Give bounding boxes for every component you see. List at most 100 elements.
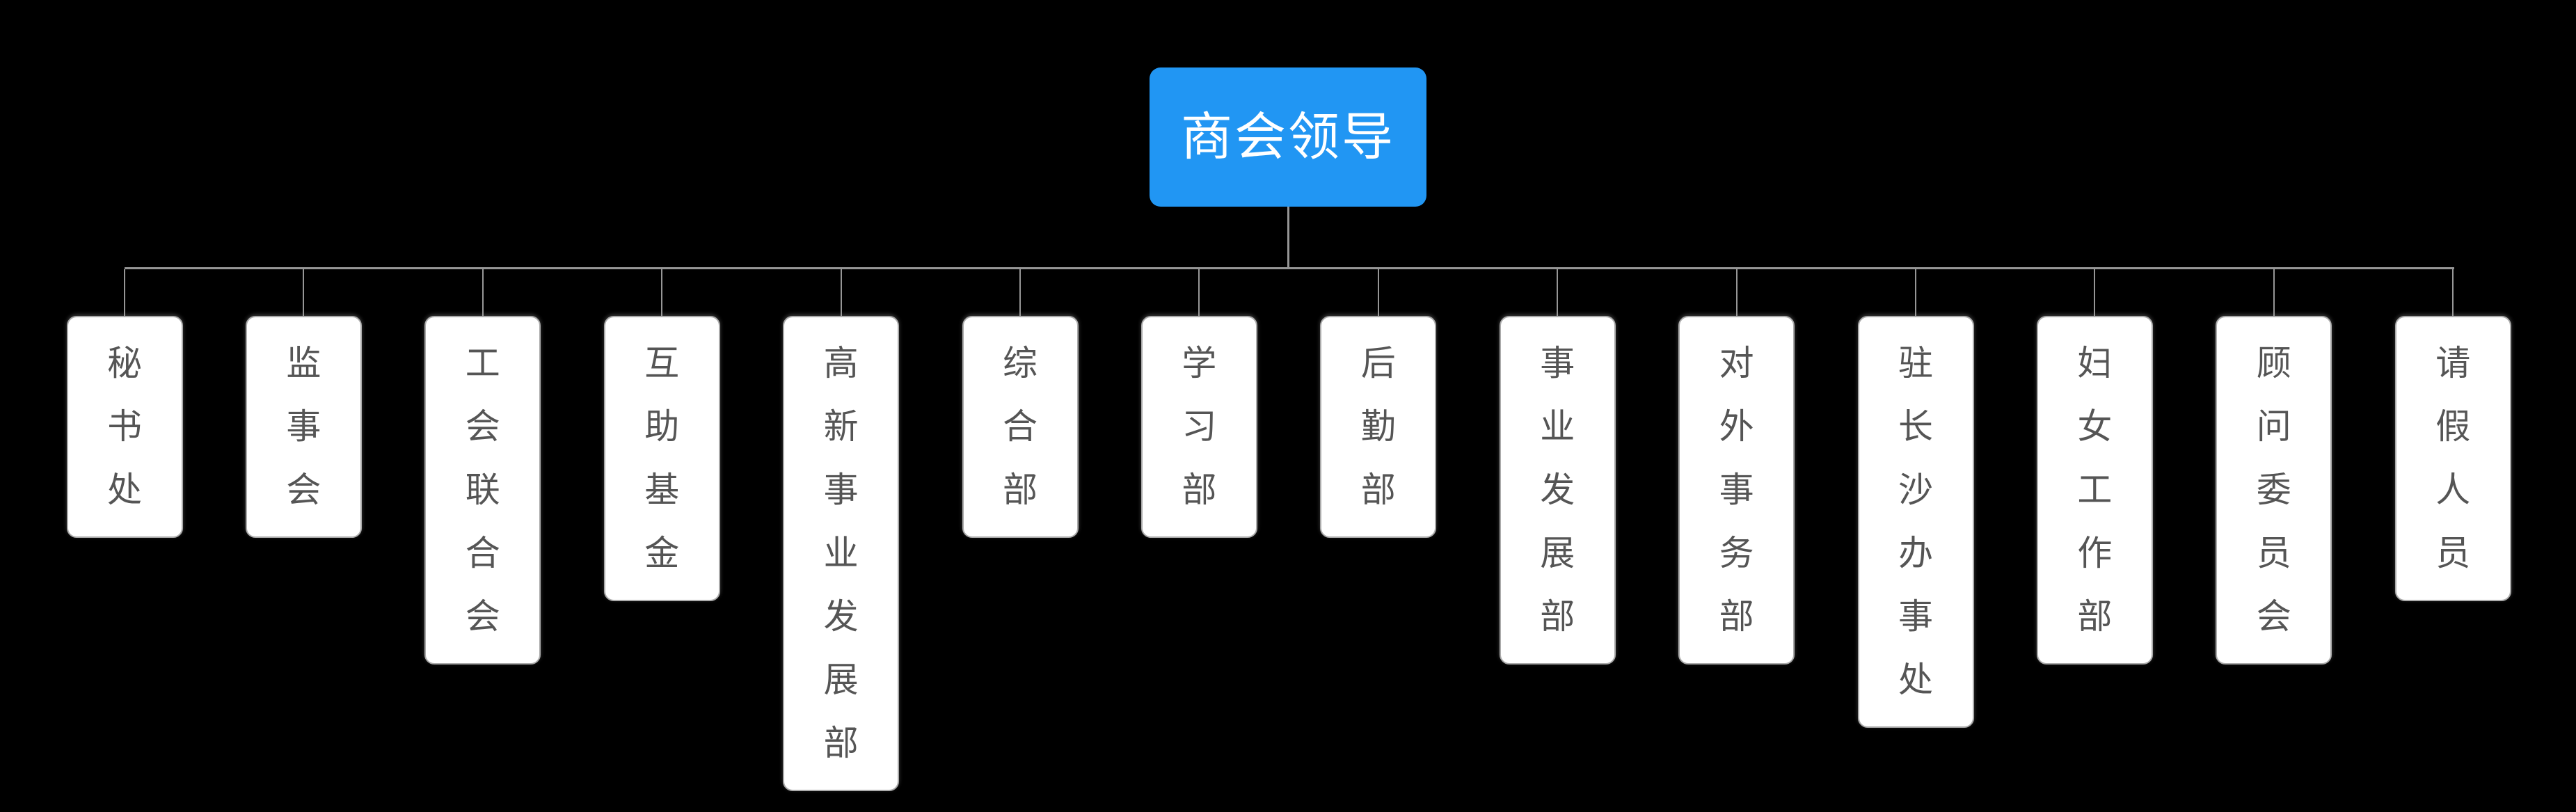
label-char: 请: [2435, 344, 2471, 383]
label-char: 高: [823, 344, 859, 383]
label-char: 女: [2077, 407, 2113, 446]
connector-child-line: [124, 269, 125, 316]
connector-child-line: [2452, 269, 2454, 316]
label-char: 对: [1719, 344, 1754, 383]
connector-child-line: [1557, 269, 1559, 316]
label-char: 基: [644, 470, 680, 509]
label-char: 部: [1360, 470, 1396, 509]
label-char: 合: [1003, 407, 1037, 446]
label-char: 作: [2077, 534, 2113, 573]
label-char: 互: [644, 344, 680, 383]
org-node[interactable]: 对外事务部: [1678, 316, 1795, 664]
label-char: 员: [2435, 534, 2471, 573]
label-char: 办: [1898, 534, 1933, 573]
label-char: 外: [1719, 407, 1754, 446]
org-node[interactable]: 后勤部: [1320, 316, 1437, 538]
label-char: 金: [644, 534, 680, 573]
label-char: 问: [2256, 407, 2291, 446]
label-char: 业: [823, 534, 859, 573]
org-node-label: 请假人员: [2396, 317, 2510, 600]
org-node-label: 学习部: [1143, 317, 1256, 536]
label-char: 新: [823, 407, 859, 446]
label-char: 业: [1540, 407, 1575, 446]
label-char: 秘: [107, 344, 142, 383]
org-node[interactable]: 秘书处: [66, 316, 183, 538]
label-char: 发: [1540, 470, 1575, 509]
connector-child-line: [1019, 269, 1021, 316]
org-node-label: 对外事务部: [1680, 317, 1793, 663]
label-char: 妇: [2077, 344, 2113, 383]
label-char: 综: [1003, 344, 1037, 383]
org-node-root[interactable]: 商会领导: [1150, 67, 1426, 207]
label-char: 工: [465, 344, 500, 383]
connector-trunk-line: [125, 267, 2454, 269]
org-node[interactable]: 综合部: [962, 316, 1079, 538]
label-char: 会: [465, 407, 500, 446]
org-node-label: 事业发展部: [1501, 317, 1614, 663]
label-char: 处: [107, 470, 142, 509]
label-char: 监: [286, 344, 321, 383]
org-node[interactable]: 事业发展部: [1499, 316, 1616, 664]
label-char: 人: [2435, 470, 2471, 509]
label-char: 事: [1540, 344, 1575, 383]
label-char: 假: [2435, 407, 2471, 446]
label-char: 勤: [1360, 407, 1396, 446]
label-char: 后: [1360, 344, 1396, 383]
label-char: 事: [286, 407, 321, 446]
label-char: 部: [2077, 597, 2113, 636]
label-char: 助: [644, 407, 680, 446]
org-node[interactable]: 互助基金: [603, 316, 720, 601]
connector-child-line: [1377, 269, 1379, 316]
label-char: 事: [823, 470, 859, 509]
org-node-label: 高新事业发展部: [784, 317, 898, 790]
connector-child-line: [482, 269, 484, 316]
label-char: 务: [1719, 534, 1754, 573]
label-char: 展: [823, 660, 859, 699]
org-node-label: 驻长沙办事处: [1859, 317, 1973, 726]
connector-child-line: [1915, 269, 1916, 316]
label-char: 联: [465, 470, 500, 509]
connector-root-line: [1287, 207, 1289, 267]
org-node-label: 工会联合会: [426, 317, 539, 663]
org-node[interactable]: 驻长沙办事处: [1857, 316, 1974, 728]
org-node[interactable]: 高新事业发展部: [783, 316, 900, 791]
label-char: 委: [2256, 470, 2291, 509]
label-char: 会: [2256, 597, 2291, 636]
org-node[interactable]: 请假人员: [2394, 316, 2511, 601]
org-node[interactable]: 妇女工作部: [2036, 316, 2153, 664]
connector-child-line: [2273, 269, 2275, 316]
label-char: 部: [1719, 597, 1754, 636]
org-node[interactable]: 学习部: [1140, 316, 1257, 538]
org-node-root-label: 商会领导: [1181, 108, 1395, 166]
label-char: 发: [823, 597, 859, 636]
label-char: 处: [1898, 660, 1933, 699]
org-node-label: 综合部: [964, 317, 1077, 536]
org-node[interactable]: 顾问委员会: [2216, 316, 2332, 664]
connector-child-line: [840, 269, 842, 316]
org-node-label: 监事会: [247, 317, 360, 536]
org-node[interactable]: 工会联合会: [424, 316, 541, 664]
label-char: 事: [1898, 597, 1933, 636]
connector-child-line: [303, 269, 305, 316]
connector-child-line: [661, 269, 663, 316]
connector-child-line: [1735, 269, 1738, 316]
label-char: 工: [2077, 470, 2113, 509]
label-char: 合: [465, 534, 500, 573]
org-node-label: 顾问委员会: [2217, 317, 2330, 663]
org-node-label: 秘书处: [68, 317, 182, 536]
label-char: 事: [1719, 470, 1754, 509]
label-char: 部: [1003, 470, 1037, 509]
connector-child-line: [2094, 269, 2096, 316]
label-char: 部: [1182, 470, 1217, 509]
org-node-label: 后勤部: [1321, 317, 1435, 536]
label-char: 习: [1182, 407, 1217, 446]
label-char: 部: [1540, 597, 1575, 636]
label-char: 展: [1540, 534, 1575, 573]
label-char: 员: [2256, 534, 2291, 573]
label-char: 顾: [2256, 344, 2291, 383]
label-char: 驻: [1898, 344, 1933, 383]
connector-child-line: [1198, 269, 1200, 316]
org-node[interactable]: 监事会: [245, 316, 362, 538]
label-char: 书: [107, 407, 142, 446]
